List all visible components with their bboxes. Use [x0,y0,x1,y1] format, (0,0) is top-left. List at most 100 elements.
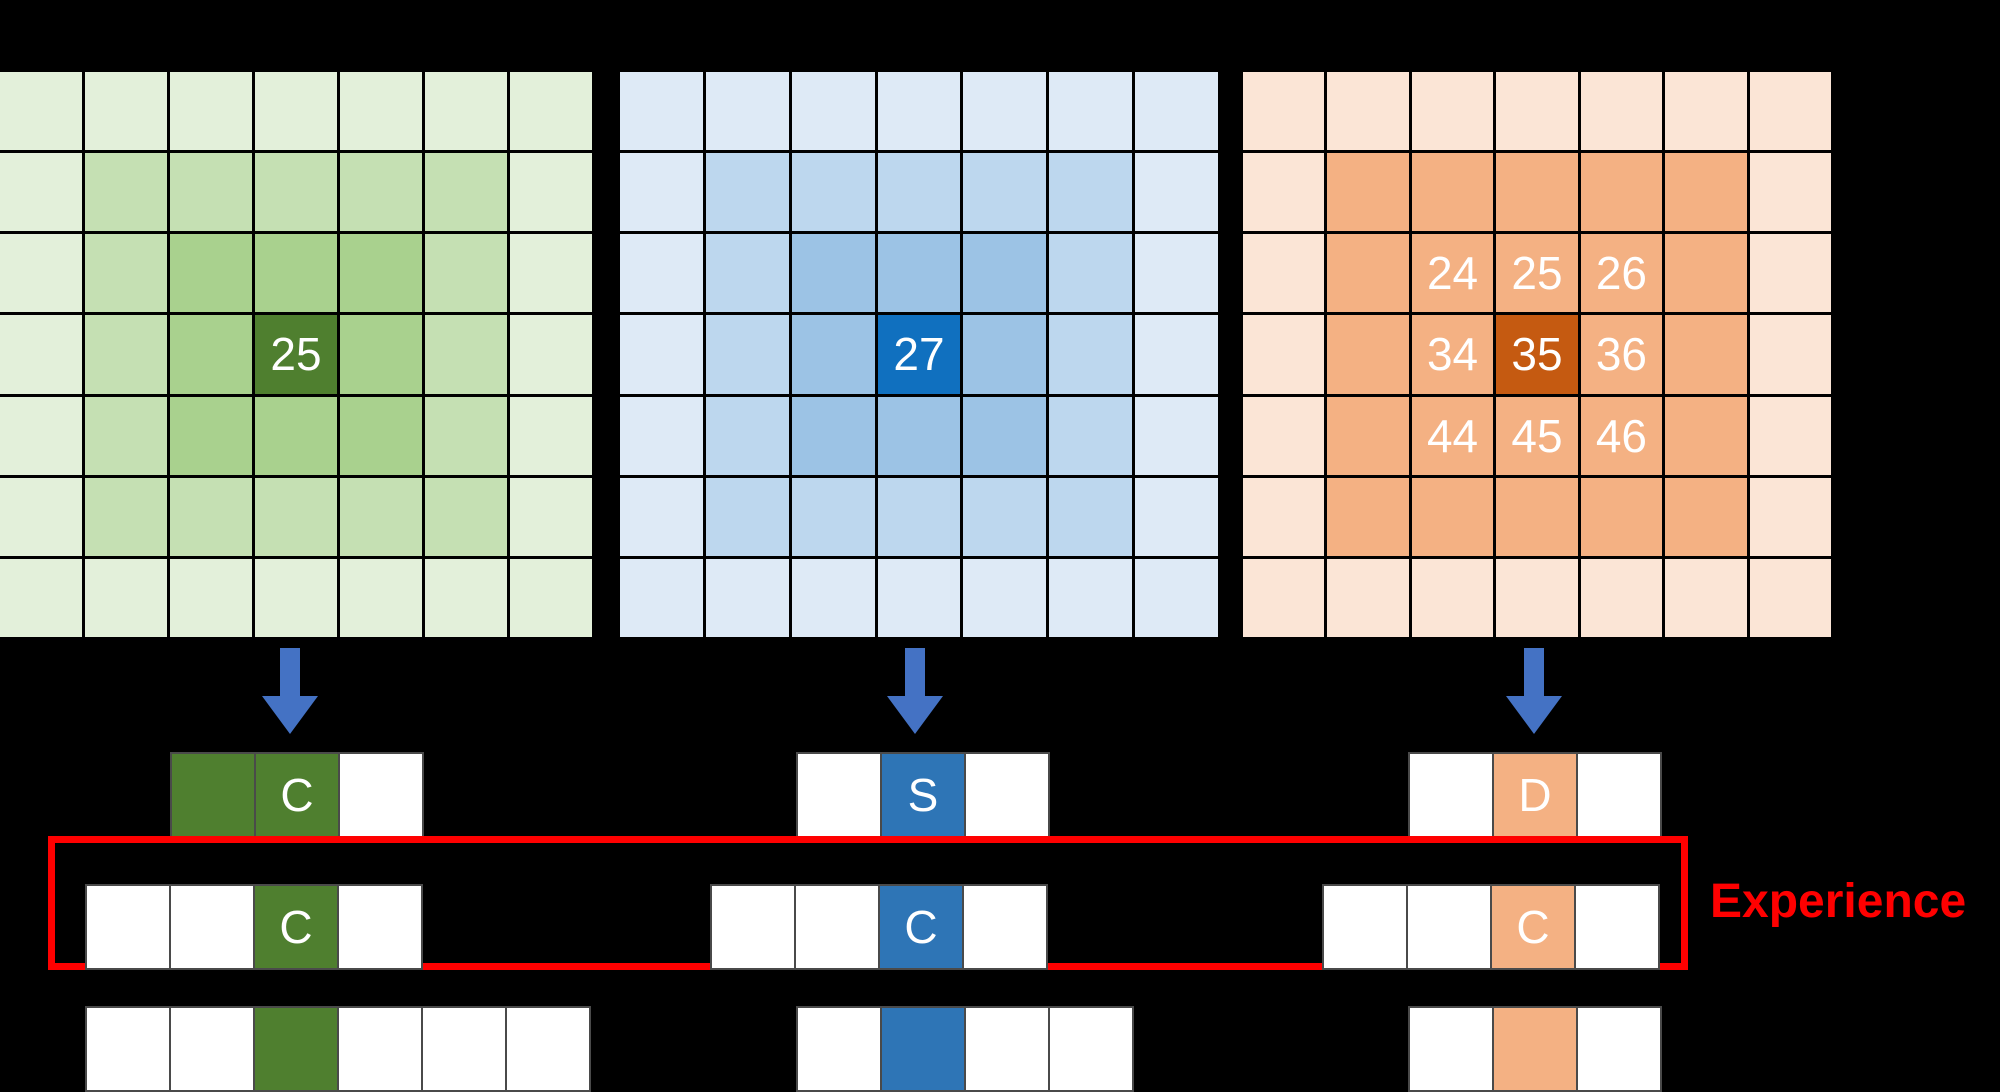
grid-cell [255,396,337,475]
grid-cell [1135,477,1218,556]
grid-cell [1665,558,1747,637]
grid-cell [963,153,1047,232]
grid-cell [340,396,422,475]
grid-cell [425,558,507,637]
vector-cell-label: C [878,884,964,970]
grid-cell [1243,315,1325,394]
grid-cell [170,396,252,475]
grid-cell-value: 46 [1580,396,1663,475]
grid-cell [1243,477,1325,556]
grid-cell [1749,477,1831,556]
vector-cell [421,1006,507,1092]
blue-experience-vector: C [710,884,1048,970]
grid-cell [1243,234,1325,313]
grid-cell [1327,72,1409,151]
grid-cell [963,558,1047,637]
grid-cell [620,315,703,394]
grid-cell-value: 27 [877,315,961,394]
vector-cell-label: D [1492,752,1578,838]
grid-cell [425,477,507,556]
vector-cell [170,752,256,838]
grid-cell [425,315,507,394]
grid-cell [620,477,703,556]
grid-cell [85,234,167,313]
grid-cell [170,477,252,556]
grid-cell [1135,558,1218,637]
vector-cell [1574,884,1660,970]
grid-cell [0,477,82,556]
grid-cell [1665,234,1747,313]
grid-cell [0,396,82,475]
grid-cell-value: 35 [1496,315,1578,394]
vector-cell [169,1006,255,1092]
grid-cell [791,315,875,394]
grid-cell [1327,477,1409,556]
grid-cell [340,234,422,313]
grid-cell [255,234,337,313]
vector-cell [964,752,1050,838]
down-arrow-icon-blue [887,648,943,734]
grid-cell [620,396,703,475]
grid-cell [705,558,789,637]
grid-cell [340,315,422,394]
grid-cell [1049,315,1133,394]
grid-cell [1327,396,1409,475]
grid-cell [510,72,592,151]
vector-cell [1408,752,1494,838]
grid-cell [340,558,422,637]
orange-experience-vector: C [1322,884,1660,970]
grid-cell [510,234,592,313]
grid-cell [85,153,167,232]
grid-cell [705,396,789,475]
grid-cell [255,558,337,637]
vector-cell [85,1006,171,1092]
grid-cell [877,477,961,556]
grid-cell [1749,234,1831,313]
vector-cell [794,884,880,970]
vector-cell [964,1006,1050,1092]
vector-cell [337,1006,423,1092]
grid-cell [0,72,82,151]
grid-cell [791,477,875,556]
grid-cell [255,153,337,232]
grid-cell [0,153,82,232]
grid-cell [0,315,82,394]
vector-cell [1576,752,1662,838]
grid-cell-value: 25 [255,315,337,394]
down-arrow-icon-green [262,648,318,734]
grid-cell [1049,558,1133,637]
vector-cell [880,1006,966,1092]
grid-cell [620,72,703,151]
grid-cell [1049,72,1133,151]
down-arrow-icon-orange [1506,648,1562,734]
grid-cell [963,396,1047,475]
grid-cell [170,234,252,313]
grid-cell [1135,234,1218,313]
vector-cell [253,1006,339,1092]
grid-cell [340,153,422,232]
grid-cell [1665,315,1747,394]
grid-cell [1580,477,1663,556]
blue-bottom-vector [796,1006,1134,1092]
grid-cell [1135,72,1218,151]
grid-cell [963,477,1047,556]
grid-cell [85,396,167,475]
vector-cell [505,1006,591,1092]
grid-cell [85,315,167,394]
grid-cell [705,477,789,556]
grid-cell [1049,396,1133,475]
grid-cell [255,477,337,556]
grid-cell [1135,396,1218,475]
grid-cell-value: 45 [1496,396,1578,475]
vector-cell [85,884,171,970]
vector-cell [796,1006,882,1092]
grid-cell [1496,72,1578,151]
grid-cell-value: 26 [1580,234,1663,313]
grid-cell [705,315,789,394]
grid-cell-value: 24 [1411,234,1494,313]
grid-cell [340,477,422,556]
grid-cell [1411,558,1494,637]
grid-cell [1496,153,1578,232]
grid-cell [1243,153,1325,232]
